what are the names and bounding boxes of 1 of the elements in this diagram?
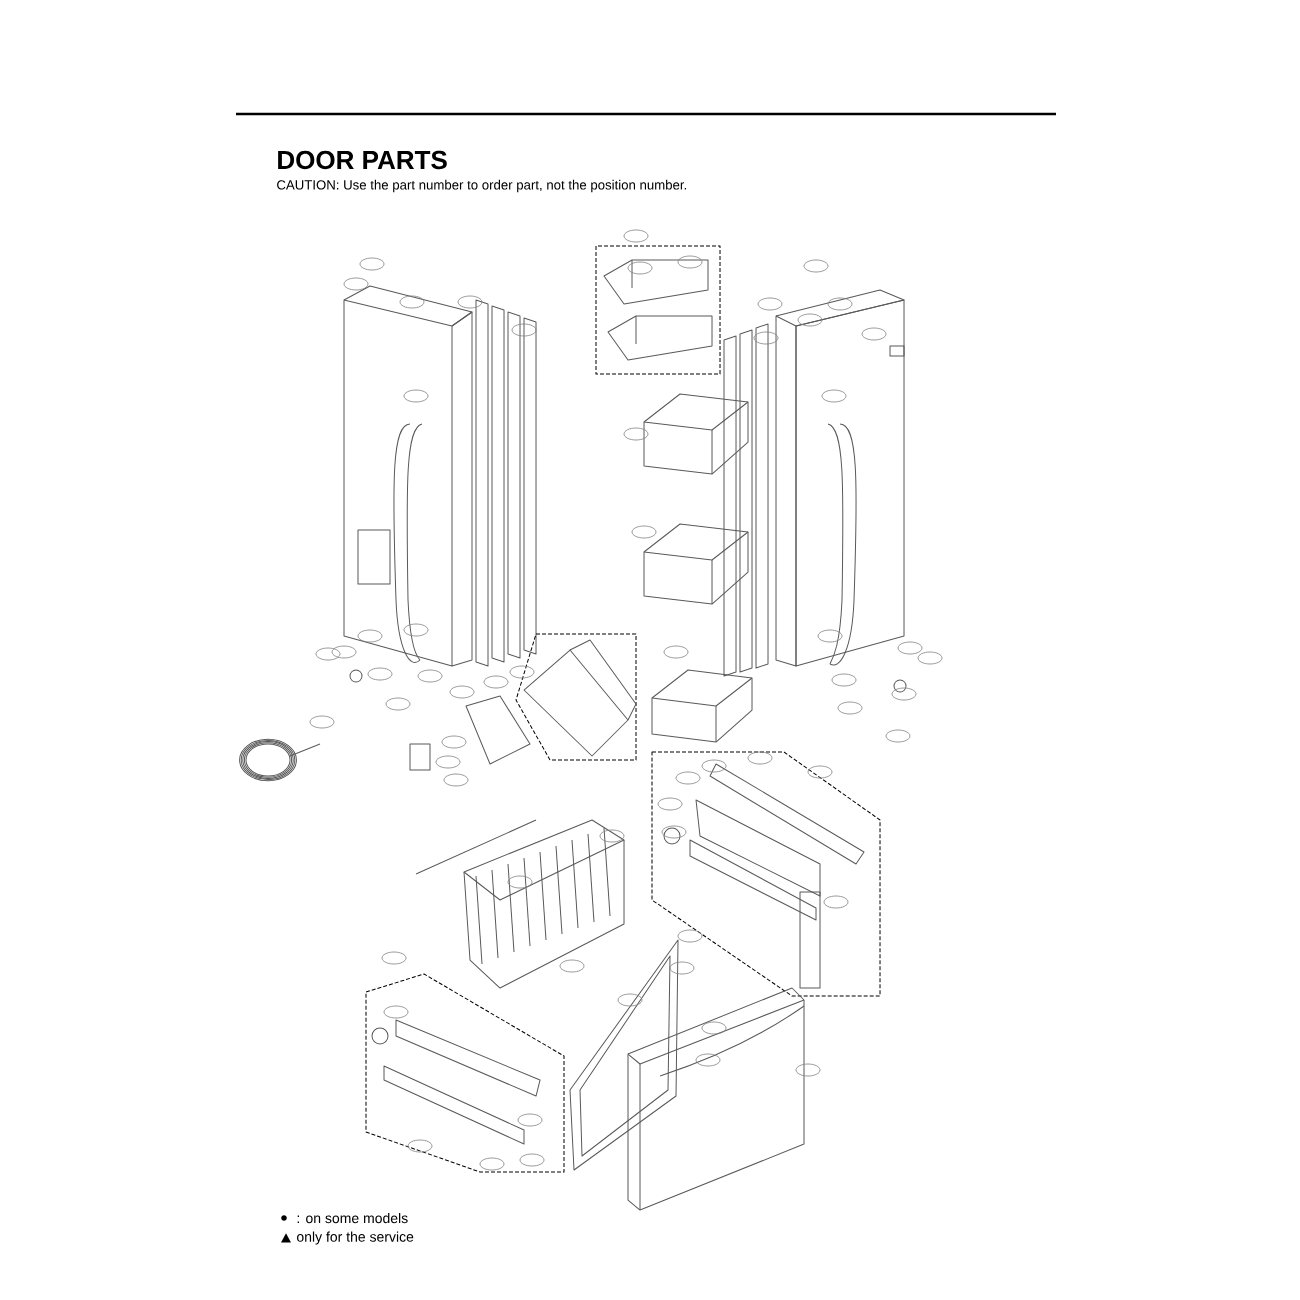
- title: DOOR PARTS: [278, 150, 447, 170]
